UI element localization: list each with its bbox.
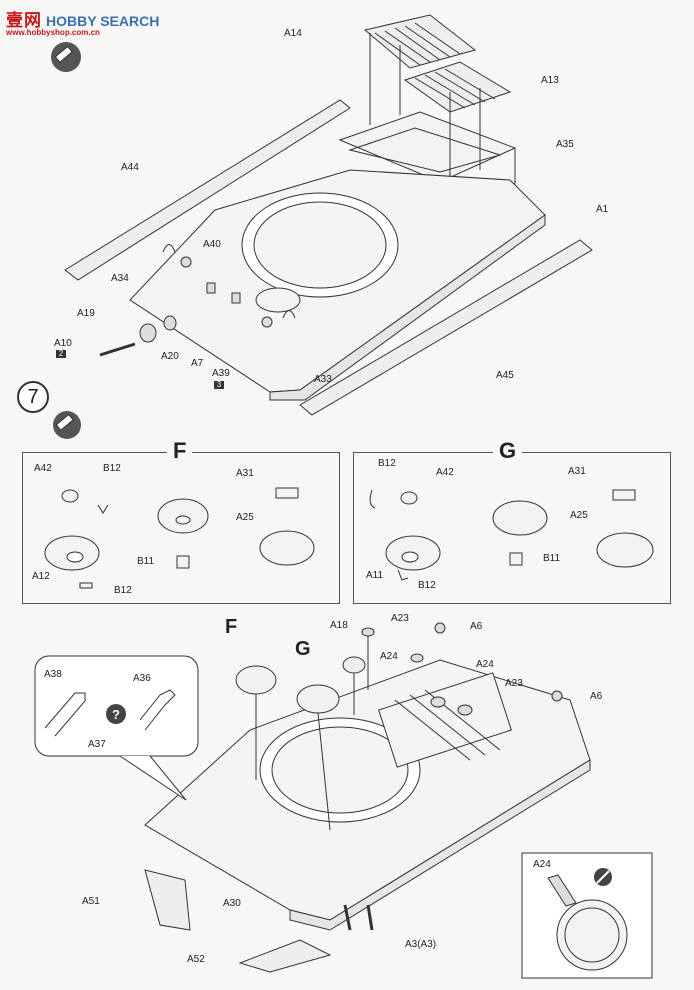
part-a52 [238,939,332,973]
label-a19: A19 [77,308,95,319]
label-a40: A40 [203,239,221,250]
bottom-hull [144,659,591,931]
part-a40 [180,256,192,268]
label-a6-right: A6 [590,691,603,702]
part-a10 [99,342,136,357]
label-a1: A1 [596,204,609,215]
part-a36 [139,689,176,731]
label-a52: A52 [187,954,205,965]
label-a7: A7 [191,358,204,369]
label-g-b12-top: B12 [378,458,396,469]
part-a23 [361,627,473,716]
label-g-a25: A25 [570,510,588,521]
label-a10: A10 [54,338,72,349]
label-a3: A3(A3) [405,939,437,950]
part-a33 [282,310,296,319]
label-a23-top: A23 [391,613,409,624]
pencil-icon [51,42,81,72]
pencil-icon [53,411,81,439]
box-f [22,452,340,604]
label-a39-sub: 3 [214,381,224,389]
part-a7 [206,282,241,304]
label-g-a42: A42 [436,467,454,478]
part-a20 [163,315,177,331]
label-g-b12-bottom: B12 [418,580,436,591]
label-a24-left: A24 [380,651,398,662]
label-g-a11: A11 [366,570,384,581]
cement-icon [594,868,612,886]
part-a44 [64,99,351,281]
part-a13 [403,61,512,113]
tag-g: G [295,638,311,660]
label-f-a25: A25 [236,512,254,523]
box-g-parts [369,489,654,581]
label-f-a12: A12 [32,571,50,582]
part-a39 [261,316,273,328]
turret-ring-g [296,684,340,714]
label-a34: A34 [111,273,129,284]
box-g-title: G [493,440,523,462]
label-a24-right: A24 [476,659,494,670]
part-a18 [342,656,366,674]
watermark-url: www.hobbyshop.com.cn [6,28,100,37]
turret-ring-f [235,665,277,695]
label-a44: A44 [121,162,139,173]
label-a23-right: A23 [505,678,523,689]
label-a33: A33 [314,374,332,385]
label-g-b11: B11 [543,553,561,564]
label-a39: A39 [212,368,230,379]
box-g [353,452,671,604]
part-a1-hull [129,169,546,401]
part-a3 [343,904,374,931]
part-a51 [144,869,191,931]
part-a19 [139,323,157,343]
svg-text:?: ? [112,707,120,722]
label-a35: A35 [556,139,574,150]
label-f-b12-bottom: B12 [114,585,132,596]
label-inset-a24: A24 [533,859,551,870]
label-g-a31: A31 [568,466,586,477]
label-f-a42: A42 [34,463,52,474]
part-a14 [363,14,477,69]
label-a37: A37 [88,739,106,750]
tag-f: F [225,616,238,638]
part-a24 [410,653,446,708]
label-a18: A18 [330,620,348,631]
label-f-a31: A31 [236,468,254,479]
box-f-parts [44,487,315,589]
inset-box [521,852,653,979]
label-a6-top: A6 [470,621,483,632]
label-a30: A30 [223,898,241,909]
label-a51: A51 [82,896,100,907]
label-a45: A45 [496,370,514,381]
label-a10-sub: 2 [56,350,66,358]
step-number: 7 [17,381,49,413]
part-a6 [434,622,563,702]
label-f-b11: B11 [137,556,155,567]
watermark-en: HOBBY SEARCH [46,13,160,29]
label-a38: A38 [44,669,62,680]
label-a13: A13 [541,75,559,86]
label-f-b12-top: B12 [103,463,121,474]
box-f-title: F [167,440,193,462]
part-a37 [44,692,86,737]
label-a36: A36 [133,673,151,684]
part-a34 [162,244,176,253]
label-a14: A14 [284,28,302,39]
question-icon: ? [106,704,126,724]
label-a20: A20 [161,351,179,362]
part-a45 [299,239,593,416]
watermark-cn: 壹网 [6,11,42,30]
